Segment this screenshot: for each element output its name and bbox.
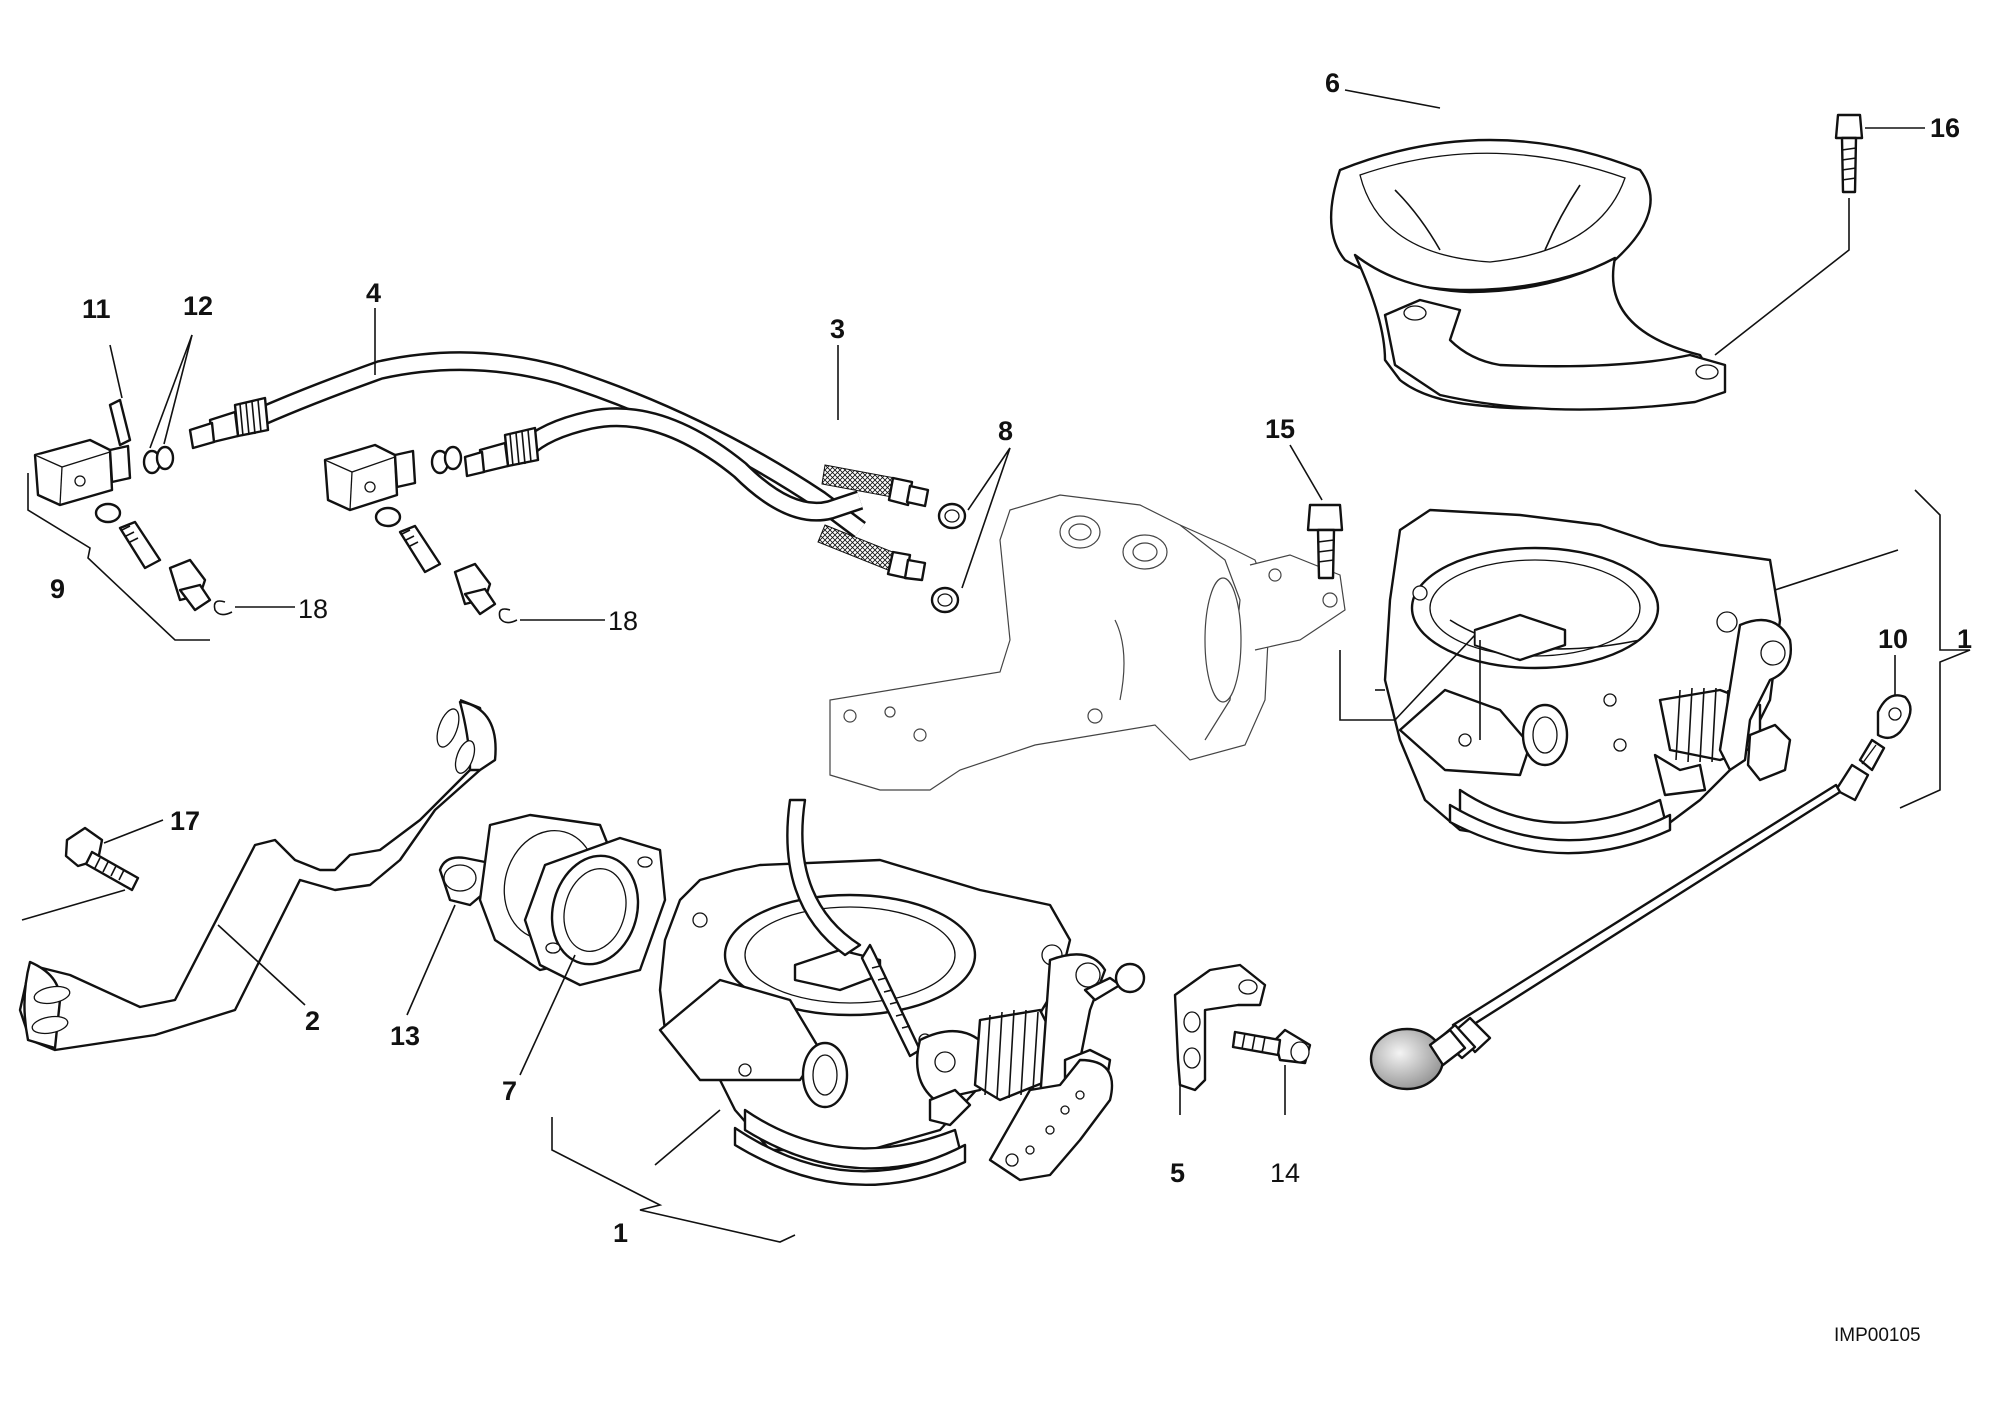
callout-17: 17 [170, 806, 200, 836]
callout-9: 9 [50, 574, 65, 604]
callout-12: 12 [183, 291, 213, 321]
callout-8: 8 [998, 416, 1013, 446]
intake-manifold-reference [829, 494, 1346, 791]
callout-labels: 6 16 11 12 4 3 8 15 9 18 18 10 1 17 2 13… [50, 68, 1972, 1346]
gasket-7 [478, 813, 667, 987]
callout-14: 14 [1270, 1158, 1300, 1188]
bracket-2 [18, 698, 497, 1052]
callout-3: 3 [830, 314, 845, 344]
air-funnel [1330, 138, 1727, 411]
screw-14 [1231, 1028, 1312, 1065]
callout-4: 4 [366, 278, 381, 308]
callout-16: 16 [1930, 113, 1960, 143]
callout-18-left: 18 [298, 594, 328, 624]
callout-15: 15 [1265, 414, 1295, 444]
callout-13: 13 [390, 1021, 420, 1051]
callout-2: 2 [305, 1006, 320, 1036]
hose-4 [188, 351, 927, 582]
bracket-5 [1173, 963, 1267, 1092]
throttle-body-right [1375, 508, 1792, 855]
callout-11: 11 [82, 294, 111, 324]
leader-lines [21, 89, 1971, 1243]
callout-7: 7 [502, 1076, 517, 1106]
throttle-body-left [658, 798, 1146, 1187]
drawing-code: IMP00105 [1834, 1325, 1921, 1346]
callout-5: 5 [1170, 1158, 1185, 1188]
callout-18-right: 18 [608, 606, 638, 636]
screw-16 [1834, 113, 1864, 194]
callout-1-left: 1 [613, 1218, 628, 1248]
callout-1-right: 1 [1957, 624, 1972, 654]
plug-13 [438, 856, 492, 907]
callout-10: 10 [1878, 624, 1908, 654]
valve-block-right [323, 443, 518, 624]
screw-15 [1306, 503, 1344, 580]
valve-block-left [33, 398, 233, 616]
hose-3 [463, 407, 930, 522]
washer-8-lower [930, 586, 960, 614]
screw-17 [64, 826, 140, 892]
washer-8-upper [937, 502, 967, 530]
callout-6: 6 [1325, 68, 1340, 98]
linkage-rod [1369, 694, 1912, 1091]
